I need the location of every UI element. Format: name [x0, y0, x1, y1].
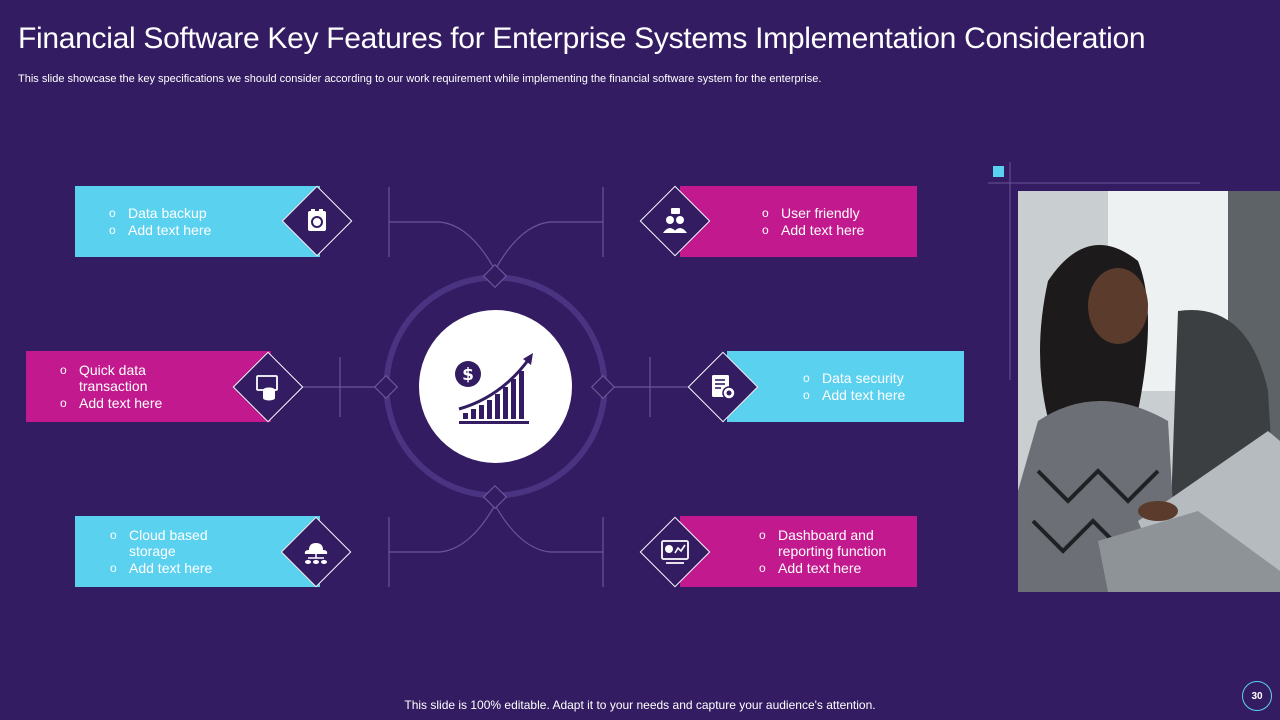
feature-data-backup: Data backup Add text here: [75, 186, 320, 257]
feature-line: Add text here: [109, 222, 211, 239]
feature-quick-data-transaction: Quick data transaction Add text here: [26, 351, 271, 422]
security-document-icon: [698, 362, 748, 412]
feature-line: Add text here: [762, 222, 864, 239]
feature-line: Dashboard and reporting function: [759, 527, 899, 560]
backup-icon: [292, 196, 342, 246]
feature-line: Data backup: [109, 205, 211, 222]
database-transaction-icon: [243, 362, 293, 412]
feature-line: Add text here: [110, 560, 230, 577]
feature-line: Quick data transaction: [60, 362, 180, 395]
feature-user-friendly: User friendly Add text here: [680, 186, 917, 257]
users-chat-icon: [650, 196, 700, 246]
feature-line: Add text here: [803, 387, 905, 404]
feature-cloud-storage: Cloud based storage Add text here: [75, 516, 320, 587]
woman-using-laptop-photo: [1018, 191, 1280, 592]
feature-data-security: Data security Add text here: [727, 351, 964, 422]
footer-note: This slide is 100% editable. Adapt it to…: [404, 698, 876, 712]
cloud-storage-icon: [291, 527, 341, 577]
feature-line: Data security: [803, 370, 905, 387]
feature-line: Add text here: [759, 560, 899, 577]
feature-dashboard-reporting: Dashboard and reporting function Add tex…: [680, 516, 917, 587]
center-financial-circle: $: [419, 310, 572, 463]
decorative-square: [993, 166, 1004, 177]
dashboard-icon: [650, 527, 700, 577]
svg-text:$: $: [462, 365, 474, 385]
financial-growth-icon: $: [454, 352, 533, 424]
slide-subtitle: This slide showcase the key specificatio…: [18, 73, 822, 85]
slide-title: Financial Software Key Features for Ente…: [18, 22, 1146, 55]
page-number: 30: [1242, 681, 1272, 711]
feature-line: Cloud based storage: [110, 527, 230, 560]
feature-line: Add text here: [60, 395, 180, 412]
feature-line: User friendly: [762, 205, 864, 222]
